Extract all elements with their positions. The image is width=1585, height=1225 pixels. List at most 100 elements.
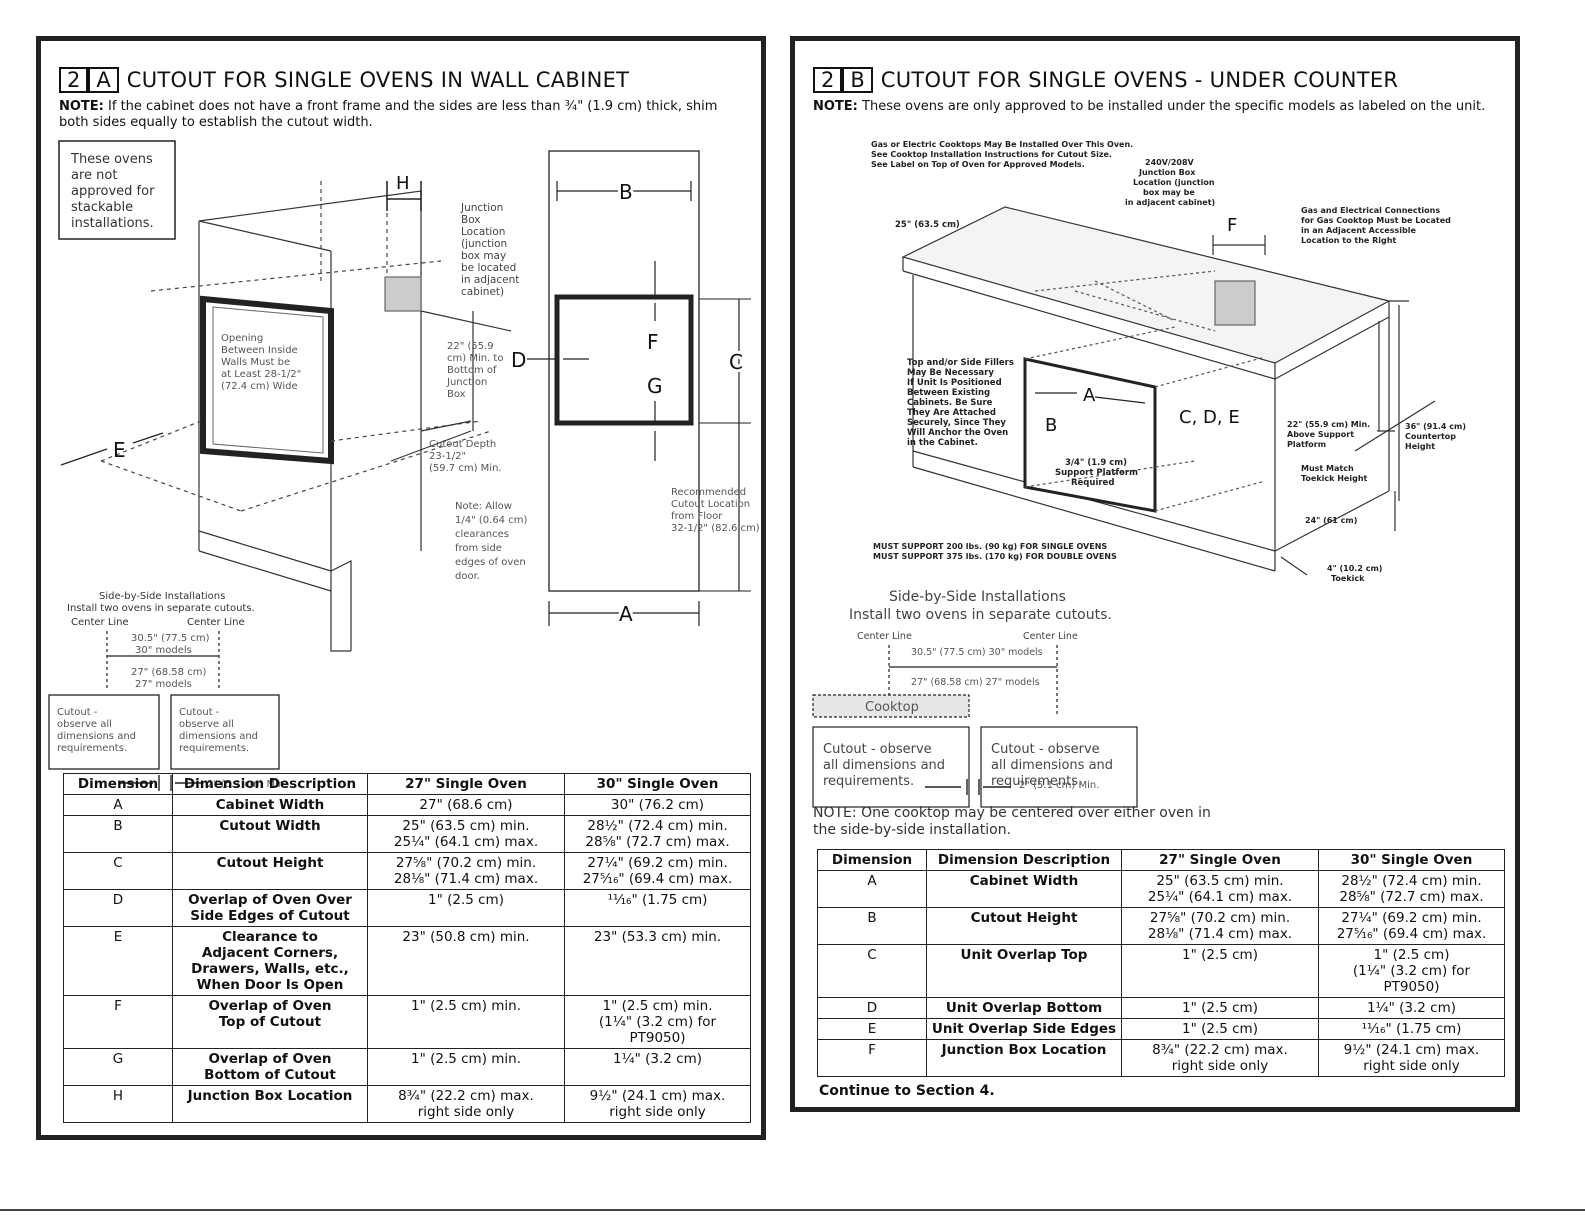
under-counter-dimension-table: Dimension Dimension Description 27" Sing… [817, 849, 1505, 1077]
table-cell: A [63, 794, 173, 816]
table-cell: 27" (68.6 cm) [367, 794, 565, 816]
cabinet-drawing [100, 181, 512, 652]
min-22-note: 22" (55.9 cm) Min. Above Support Platfor… [1287, 420, 1373, 449]
table-header-row: Dimension Dimension Description 27" Sing… [63, 773, 751, 795]
table-cell: 30" (76.2 cm) [564, 794, 751, 816]
table-cell: 28½" (72.4 cm) min. 28⅝" (72.7 cm) max. [564, 815, 751, 853]
label-d: D [511, 348, 526, 372]
table-cell: G [63, 1048, 173, 1086]
table-header: 27" Single Oven [367, 773, 565, 795]
table-cell: 27⅝" (70.2 cm) min. 28⅛" (71.4 cm) max. [1121, 907, 1319, 945]
allow-note: Note: Allow 1/4" (0.64 cm) clearances fr… [455, 501, 531, 582]
side-by-side-note: Side-by-Side Installations Install two o… [67, 591, 255, 614]
cutout-box-1: Cutout - observe all dimensions and requ… [57, 707, 139, 754]
cutout-box-1: Cutout - observe all dimensions and requ… [823, 742, 949, 789]
table-cell: E [817, 1018, 927, 1040]
gas-note: Gas and Electrical Connections for Gas C… [1301, 206, 1454, 245]
table-cell: 1" (2.5 cm) [1121, 944, 1319, 998]
table-header: 30" Single Oven [564, 773, 751, 795]
table-cell: Cabinet Width [172, 794, 368, 816]
table-cell: 23" (50.8 cm) min. [367, 926, 565, 996]
table-cell: B [817, 907, 927, 945]
cooktop-label: Cooktop [865, 700, 919, 715]
note-label: NOTE: [59, 99, 104, 114]
section-letter: A [88, 67, 119, 93]
table-cell: Cutout Height [172, 852, 368, 890]
dim-24-note: 24" (61 cm) [1305, 516, 1357, 525]
table-cell: Junction Box Location [172, 1085, 368, 1123]
label-b: B [1045, 415, 1057, 436]
label-h: H [396, 173, 410, 194]
table-cell: 1" (2.5 cm) min. (1¼" (3.2 cm) for PT905… [564, 995, 751, 1049]
dim-27-note: 27" (68.58 cm) 27" models [131, 667, 210, 690]
table-cell: ¹¹⁄₁₆" (1.75 cm) [564, 889, 751, 927]
under-counter-diagram: Gas or Electric Cooktops May Be Installe… [812, 140, 1466, 808]
table-cell: 25" (63.5 cm) min. 25¼" (64.1 cm) max. [1121, 870, 1319, 908]
note-text: These ovens are only approved to be inst… [862, 99, 1486, 114]
label-a: A [619, 602, 633, 626]
junction-note: 240V/208V Junction Box Location (junctio… [1125, 158, 1217, 207]
section-number: 2 [59, 67, 89, 93]
table-cell: Clearance to Adjacent Corners, Drawers, … [172, 926, 368, 996]
table-cell: E [63, 926, 173, 996]
table-cell: 1¼" (3.2 cm) [564, 1048, 751, 1086]
dim-27-note: 27" (68.58 cm) 27" models [911, 677, 1040, 688]
support-platform-note: 3/4" (1.9 cm) Support Platform Required [1055, 458, 1141, 488]
wall-cabinet-dimension-table: Dimension Dimension Description 27" Sing… [63, 773, 751, 1123]
table-cell: Cabinet Width [926, 870, 1122, 908]
center-line-2: Center Line [187, 617, 245, 628]
table-cell: 27⅝" (70.2 cm) min. 28⅛" (71.4 cm) max. [367, 852, 565, 890]
gap-arrows [925, 779, 1011, 795]
table-cell: 1" (2.5 cm) (1¼" (3.2 cm) for PT9050) [1318, 944, 1505, 998]
front-view [548, 150, 751, 626]
table-cell: Junction Box Location [926, 1039, 1122, 1077]
table-cell: 1" (2.5 cm) [1121, 997, 1319, 1019]
counter-drawing [901, 206, 1436, 576]
table-cell: ¹¹⁄₁₆" (1.75 cm) [1318, 1018, 1505, 1040]
center-line-2: Center Line [1023, 631, 1078, 642]
cutout-box-2: Cutout - observe all dimensions and requ… [991, 742, 1117, 789]
table-cell: C [63, 852, 173, 890]
side-by-side-note: Side-by-Side Installations Install two o… [849, 589, 1112, 623]
table-cell: 9½" (24.1 cm) max. right side only [1318, 1039, 1505, 1077]
section-2b-panel: 2 B CUTOUT FOR SINGLE OVENS - UNDER COUN… [790, 36, 1520, 1112]
table-cell: 8¾" (22.2 cm) max. right side only [367, 1085, 565, 1123]
section-letter: B [842, 67, 873, 93]
table-cell: 1" (2.5 cm) [367, 889, 565, 927]
label-f: F [647, 330, 659, 354]
section-number: 2 [813, 67, 843, 93]
note-label: NOTE: [813, 99, 858, 114]
section-2b-header: 2 B CUTOUT FOR SINGLE OVENS - UNDER COUN… [813, 67, 1398, 93]
table-cell: Unit Overlap Side Edges [926, 1018, 1122, 1040]
table-cell: 28½" (72.4 cm) min. 28⅝" (72.7 cm) max. [1318, 870, 1505, 908]
min-22-note: 22" (55.9 cm) Min. to Bottom of Junction… [446, 341, 507, 400]
table-cell: H [63, 1085, 173, 1123]
section-2b-note: NOTE: These ovens are only approved to b… [813, 99, 1513, 115]
cooktop-centering-note: NOTE: One cooktop may be centered over e… [813, 805, 1213, 839]
table-cell: Cutout Width [172, 815, 368, 853]
label-b: B [619, 180, 633, 204]
label-e: E [113, 438, 126, 462]
table-cell: C [817, 944, 927, 998]
table-header: Dimension [817, 849, 927, 871]
opening-note: Opening Between Inside Walls Must be at … [221, 333, 304, 392]
recommended-note: Recommended Cutout Location from Floor 3… [671, 487, 760, 534]
label-c: C [729, 350, 743, 374]
table-header: Dimension [63, 773, 173, 795]
cooktop-note: Gas or Electric Cooktops May Be Installe… [871, 140, 1136, 169]
label-f: F [1227, 215, 1237, 236]
label-cde: C, D, E [1179, 407, 1240, 428]
table-header: Dimension Description [172, 773, 368, 795]
section-2a-note: NOTE: If the cabinet does not have a fro… [59, 99, 749, 131]
table-cell: 1¼" (3.2 cm) [1318, 997, 1505, 1019]
table-cell: 23" (53.3 cm) min. [564, 926, 751, 996]
note-text: One cooktop may be centered over either … [813, 805, 1211, 838]
